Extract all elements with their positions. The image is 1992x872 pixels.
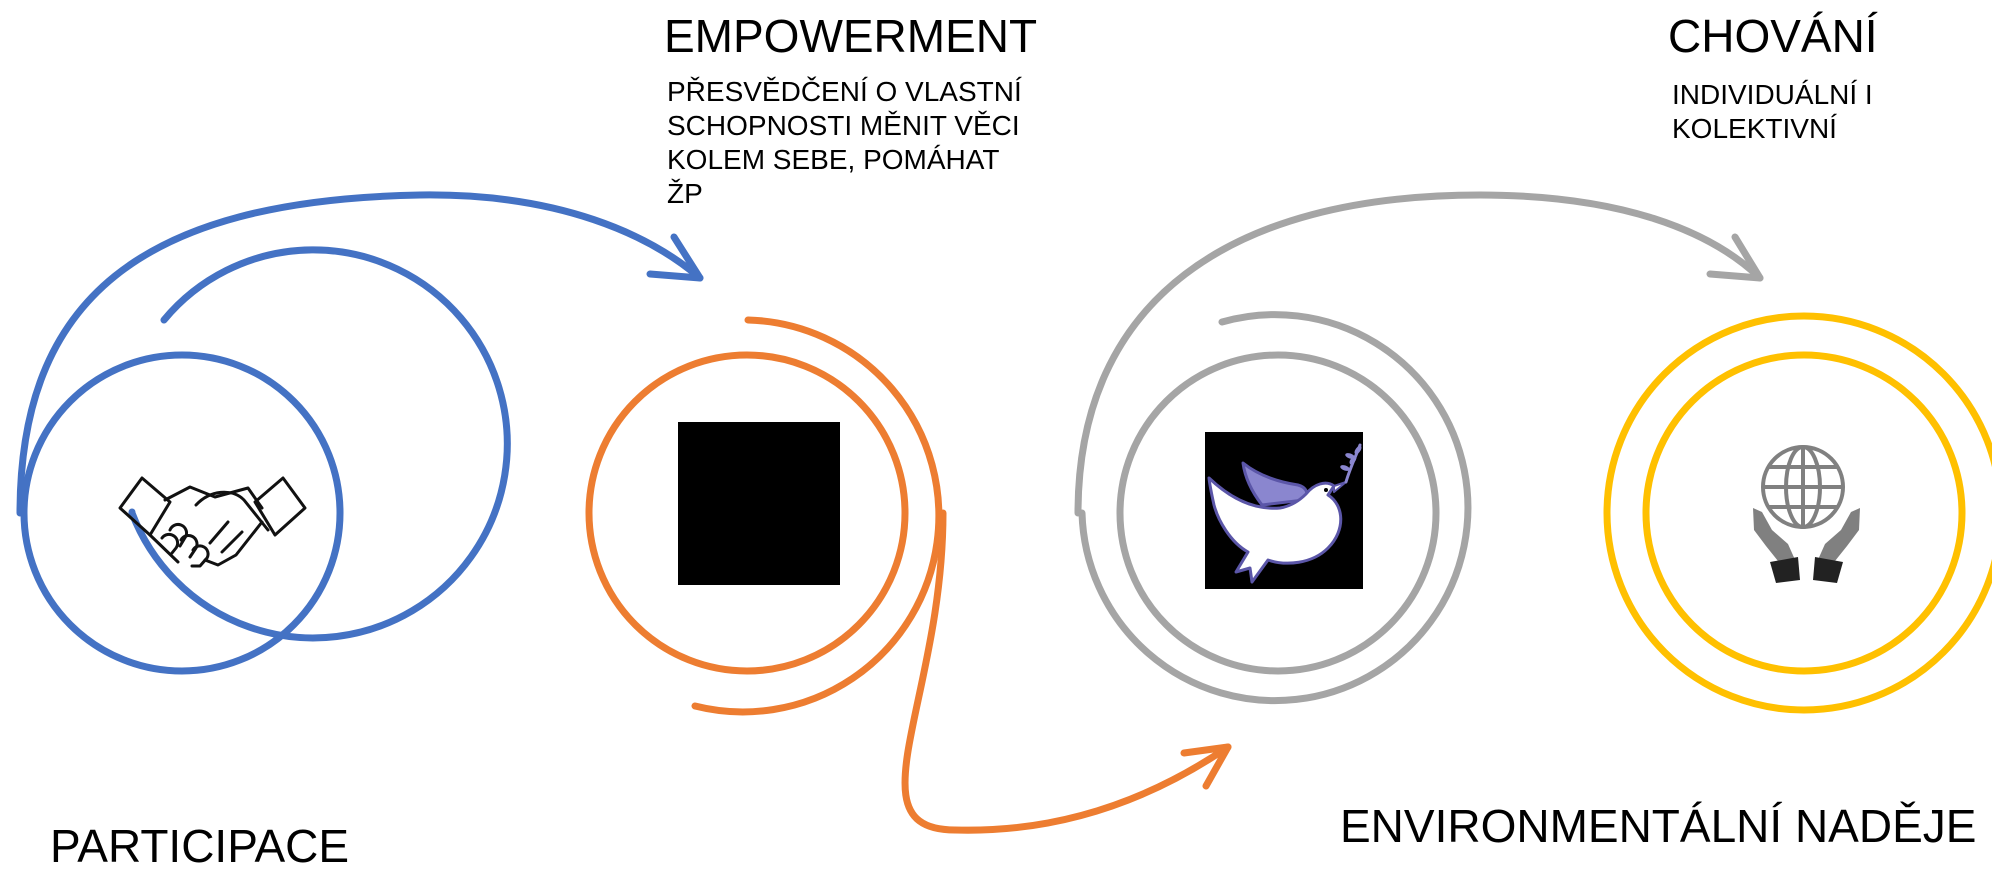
behavior-inner-ring: [1642, 351, 1966, 675]
behavior-circle: [1603, 312, 1992, 714]
behavior-outer-ring: [1603, 312, 1992, 714]
empowerment-outer-arc: [691, 316, 943, 716]
hope-outer-arc: [1078, 311, 1472, 705]
empowerment-arrowhead: [1180, 743, 1232, 790]
empowerment-arrow-curve: [901, 509, 1232, 834]
hope-arrowhead: [1706, 233, 1764, 282]
hope-arrow-curve: [1074, 191, 1764, 517]
empowerment-arrow: [901, 509, 1232, 834]
participation-arrow-curve: [16, 191, 704, 517]
participation-arrowhead: [646, 233, 704, 282]
hope-circle: [1078, 311, 1472, 705]
participation-outer-arc: [128, 246, 511, 642]
stage-title-participace: PARTICIPACE: [50, 820, 350, 872]
cycle-diagram: [16, 191, 1992, 834]
empowerment-inner-ring: [585, 351, 909, 675]
hope-arrow: [1074, 191, 1764, 517]
hope-inner-ring: [1116, 351, 1440, 675]
participation-arrow: [16, 191, 704, 517]
participation-inner-ring: [20, 351, 344, 675]
black-square-image: [678, 422, 840, 585]
stage-title-nadeje: ENVIRONMENTÁLNÍ NADĚJE: [1340, 800, 1977, 852]
participation-circle: [20, 246, 511, 675]
stage-title-empowerment: EMPOWERMENT: [664, 10, 1038, 62]
empowerment-circle: [585, 316, 943, 716]
globe-in-hands-icon: [1753, 445, 1860, 583]
stage-title-chovani: CHOVÁNÍ: [1668, 10, 1878, 62]
stage-description-chovani: INDIVIDUÁLNÍ I KOLEKTIVNÍ: [1672, 79, 1873, 144]
dove-icon: [1205, 432, 1363, 589]
handshake-icon: [118, 476, 307, 568]
stage-description-empowerment: PŘESVĚDČENÍ O VLASTNÍ SCHOPNOSTI MĚNIT V…: [667, 76, 1022, 209]
